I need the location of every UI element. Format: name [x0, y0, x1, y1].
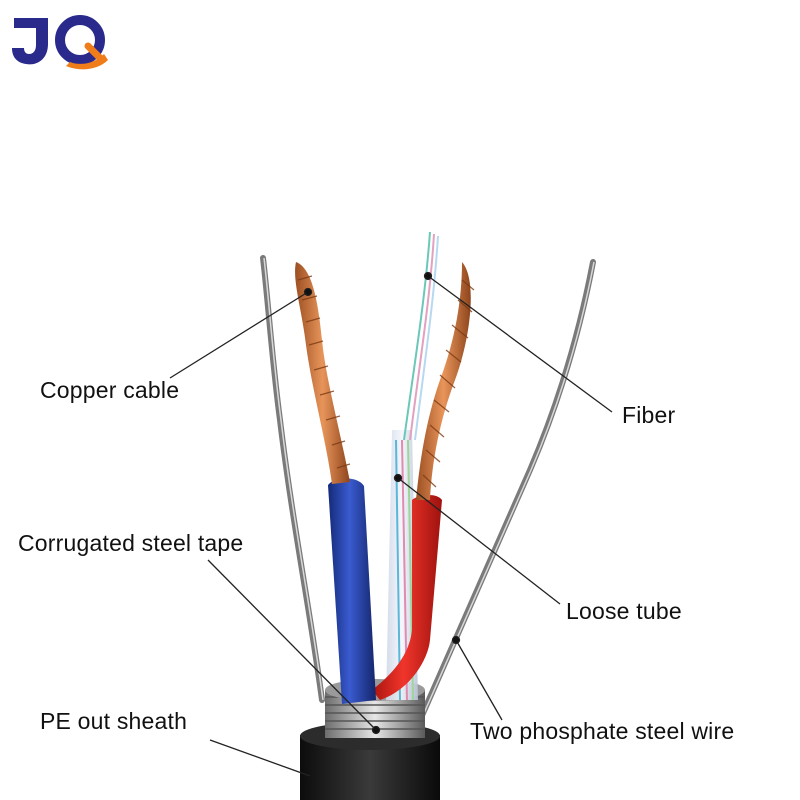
label-copper-cable: Copper cable	[40, 377, 180, 403]
label-pe-out-sheath: PE out sheath	[40, 708, 188, 734]
logo-q-tail	[84, 42, 104, 62]
leader-loose-tube	[397, 477, 561, 605]
right-steel-wire	[417, 259, 596, 723]
leader-fiber	[427, 275, 613, 413]
left-steel-wire	[260, 255, 325, 703]
left-copper-strand	[295, 262, 351, 484]
logo-letter-j	[12, 18, 48, 65]
leader-copper-cable	[169, 291, 309, 379]
optical-fibers	[403, 231, 439, 441]
label-corrugated-steel-tape: Corrugated steel tape	[18, 530, 244, 556]
logo-accent-swoosh	[66, 54, 108, 70]
leader-pe-sheath	[209, 739, 311, 777]
logo-letter-q	[55, 15, 105, 65]
leader-steel-wire	[455, 639, 503, 721]
loose-tube	[386, 430, 418, 701]
label-two-phosphate-steel-wire: Two phosphate steel wire	[470, 718, 735, 744]
leader-corrugated-tape	[207, 559, 377, 731]
jq-logo	[12, 15, 108, 70]
label-loose-tube: Loose tube	[566, 598, 682, 624]
right-copper-strand	[416, 262, 475, 500]
blue-conductor	[328, 478, 376, 704]
label-fiber: Fiber	[622, 402, 676, 428]
leader-lines	[169, 271, 613, 777]
red-conductor	[372, 495, 442, 700]
